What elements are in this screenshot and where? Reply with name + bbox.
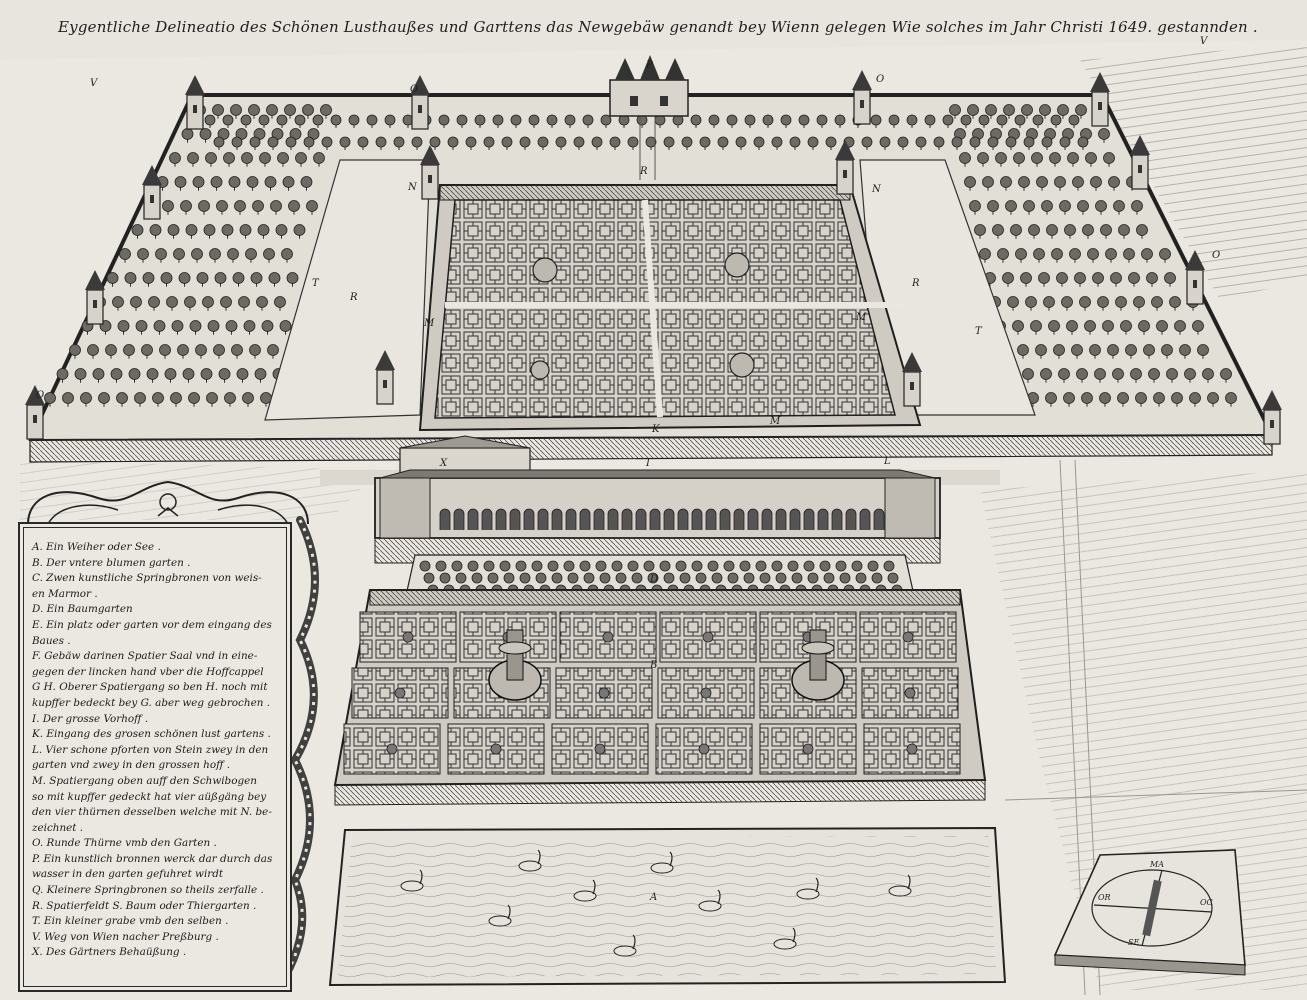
label-t-right: T [975, 326, 982, 337]
label-b: B [650, 660, 658, 671]
legend-entry: I. Der grosse Vorhoff . [32, 712, 149, 725]
legend-entry: L. Vier schone pforten von Stein zwey in… [32, 743, 269, 772]
palace-building [374, 435, 941, 564]
pond-a [328, 826, 1007, 987]
legend-entry: P. Ein kunstlich bronnen werck dar durch… [32, 852, 273, 881]
legend-panel: A. Ein Weiher oder See . B. Der vntere bl… [18, 522, 292, 992]
label-o-top-left: O [410, 84, 419, 95]
legend-entry: V. Weg von Wien nacher Preßburg . [32, 930, 219, 943]
legend-entry: M. Spatiergang oben auff den Schwibogen … [32, 774, 272, 834]
label-r-top: R [640, 166, 648, 177]
plate-title: Eygentliche Delineatio des Schönen Lusth… [58, 18, 1258, 36]
label-o-left: O [36, 390, 45, 401]
marble-fountain-left [488, 629, 542, 701]
label-i: I [646, 458, 650, 469]
legend-entry: D. Ein Baumgarten [32, 603, 133, 616]
label-m-right: M [856, 312, 867, 323]
label-a: A [650, 892, 658, 903]
legend-entry: Q. Kleinere Springbronen so theils zerfa… [32, 884, 264, 897]
compass-label-west: OR [1098, 893, 1111, 902]
label-v-left: V [90, 78, 98, 89]
compass-label-north: MA [1150, 860, 1164, 869]
label-o-right: O [1212, 250, 1221, 261]
legend-entry: A. Ein Weiher oder See . [32, 541, 161, 553]
compass-tablet [1053, 849, 1246, 976]
label-x: X [440, 458, 448, 469]
legend-entry: F. Gebäw darinen Spatier Saal vnd in ein… [32, 650, 264, 678]
label-n-right: N [872, 184, 881, 195]
legend-entry: G H. Oberer Spatiergang so ben H. noch m… [32, 681, 271, 709]
legend-entry: T. Ein kleiner grabe vmb den selben . [32, 915, 229, 928]
label-n-left: N [408, 182, 417, 193]
legend-entry: K. Eingang des grosen schönen lust garte… [32, 728, 271, 741]
label-r-left: R [350, 292, 358, 303]
legend-entry: B. Der vntere blumen garten . [32, 556, 191, 569]
marble-fountain-right [791, 629, 845, 701]
fountain-house-p [609, 55, 689, 117]
round-towers [25, 70, 1282, 445]
label-l: L [884, 456, 891, 467]
label-d: D [650, 574, 659, 585]
label-p: P [646, 60, 653, 71]
upper-pleasure-garden [418, 184, 922, 432]
cartouche-ornament [27, 480, 309, 525]
cartouche-garland [276, 516, 319, 989]
label-m-bottom: M [770, 416, 781, 427]
label-k: K [652, 424, 660, 435]
compass-label-south: SE [1128, 938, 1140, 947]
lower-flower-garden [333, 589, 987, 806]
compass-label-east: OC [1200, 898, 1213, 907]
label-v-right: V [1200, 36, 1208, 47]
legend-list: A. Ein Weiher oder See . B. Der vntere bl… [32, 540, 282, 961]
legend-entry: E. Ein platz oder garten vor dem eingang… [32, 618, 272, 647]
legend-entry: O. Runde Thürne vmb den Garten . [32, 837, 217, 850]
legend-entry: X. Des Gärtners Behaüßung . [32, 946, 187, 959]
label-o-top-right: O [876, 74, 885, 85]
legend-entry: R. Spatierfeldt S. Baum oder Thiergarten… [32, 899, 257, 912]
legend-entry: C. Zwen kunstliche Springbronen von weis… [32, 572, 262, 600]
label-m-left: M [424, 318, 435, 329]
label-r-right: R [912, 278, 920, 289]
label-t-left: T [312, 278, 319, 289]
